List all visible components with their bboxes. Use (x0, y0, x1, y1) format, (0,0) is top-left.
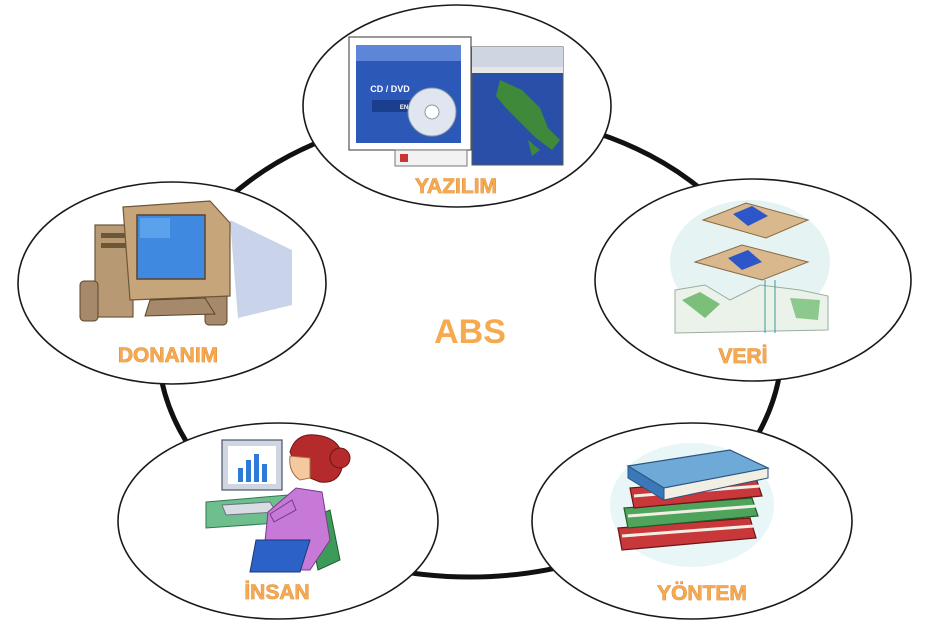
cd-box-title: CD / DVD (370, 84, 410, 94)
data-layers-map-icon (670, 200, 830, 334)
component-veri: VERİ (594, 178, 912, 382)
component-label: YAZILIM (415, 175, 497, 198)
stack-of-books-icon (610, 443, 774, 567)
center-title: ABS (434, 313, 506, 351)
desktop-computer-icon (79, 200, 292, 326)
component-label: VERİ (718, 345, 767, 368)
person-at-computer-icon (205, 434, 351, 573)
software-box-map-icon: CD / DVD EN (348, 36, 564, 167)
component-yontem: YÖNTEM (531, 422, 853, 620)
component-donanim: DONANIM (17, 181, 327, 385)
cd-box-subtitle: EN (400, 105, 408, 111)
component-insan: İNSAN (117, 422, 439, 620)
component-yazilim: CD / DVD EN YAZILIM (302, 4, 612, 208)
component-label: İNSAN (244, 581, 309, 604)
component-label: DONANIM (118, 344, 218, 367)
component-label: YÖNTEM (657, 582, 747, 605)
